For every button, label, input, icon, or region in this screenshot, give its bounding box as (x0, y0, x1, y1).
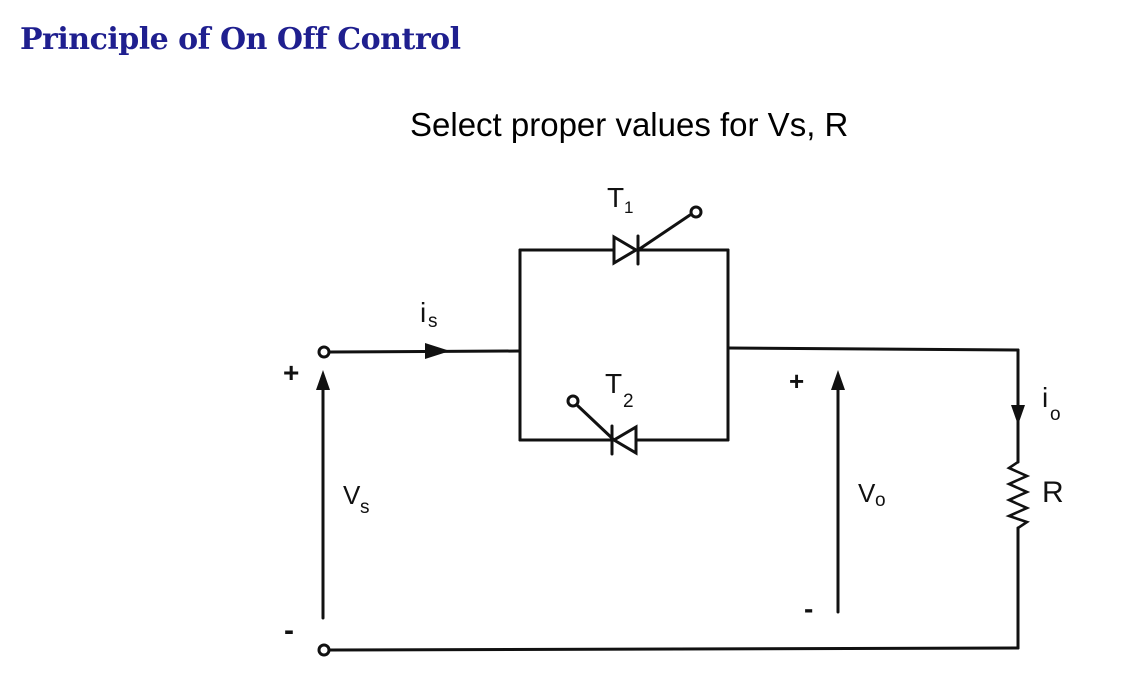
label-io: i (1042, 382, 1048, 413)
vo-plus-sign: + (789, 366, 804, 396)
vs-arrow (316, 370, 330, 620)
label-is-sub: s (428, 311, 438, 332)
vs-plus-sign: + (283, 357, 299, 388)
input-wire-top (327, 349, 522, 354)
vo-arrow (831, 370, 845, 614)
return-wire-bottom (327, 646, 1020, 652)
label-t2-sub: 2 (623, 391, 634, 412)
vs-minus-sign: - (284, 614, 294, 647)
page-title: Principle of On Off Control (20, 22, 461, 57)
label-t1: T (607, 182, 624, 213)
label-vo: V (858, 478, 876, 508)
vo-minus-sign: - (804, 593, 813, 624)
label-r: R (1042, 476, 1064, 509)
terminal-bottom (317, 643, 331, 657)
is-current-arrow (425, 343, 450, 359)
label-t2: T (605, 368, 622, 399)
label-t1-sub: 1 (624, 198, 633, 217)
label-vs-sub: s (360, 497, 370, 518)
label-is: i (420, 297, 426, 328)
label-io-sub: o (1050, 404, 1061, 425)
label-vo-sub: o (875, 490, 886, 511)
thyristor-t1 (612, 205, 703, 266)
label-vs: V (343, 480, 361, 510)
thyristor-t2 (566, 394, 638, 456)
io-current-arrow (1011, 405, 1025, 425)
terminal-top (317, 345, 331, 359)
diagram-subtitle: Select proper values for Vs, R (410, 106, 849, 143)
resistor-r (1005, 460, 1031, 530)
thyristor-loop (518, 248, 730, 442)
